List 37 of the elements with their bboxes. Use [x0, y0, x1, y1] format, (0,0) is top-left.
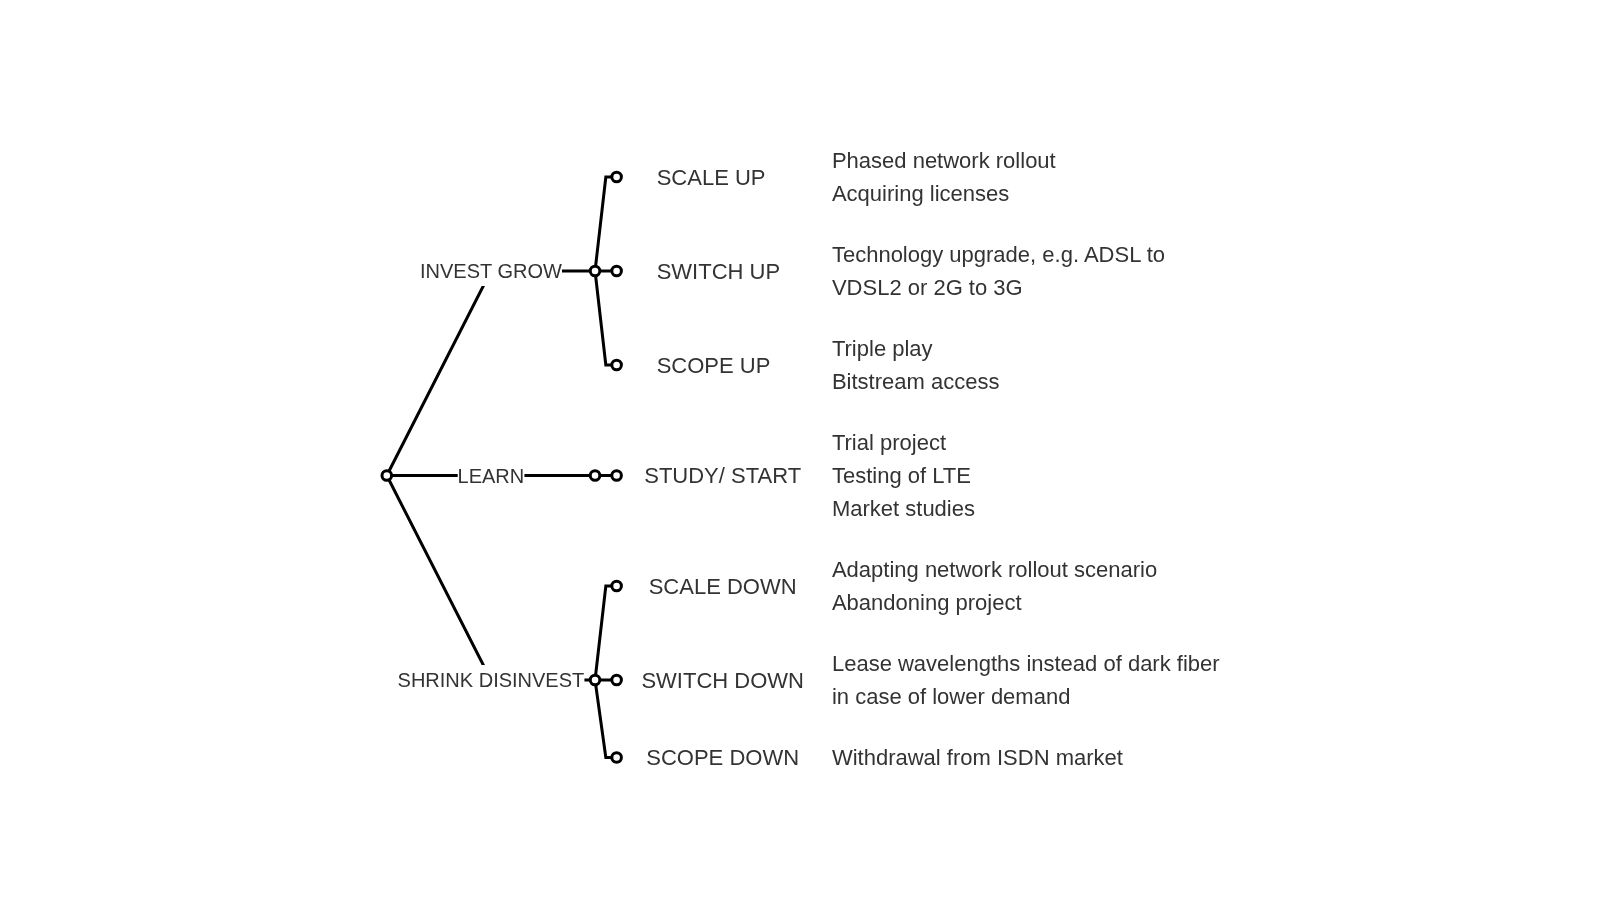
node-circle — [610, 751, 623, 764]
node-label: Trial project — [831, 430, 947, 455]
node-circle — [610, 170, 623, 184]
node-label: Testing of LTE — [831, 463, 971, 488]
node-label: SWITCH DOWN — [641, 667, 804, 693]
node-circle — [610, 469, 623, 482]
node-label: Abandoning project — [831, 590, 1022, 615]
node-label: STUDY/ START — [644, 463, 802, 488]
node-label: Phased network rollout — [831, 148, 1056, 173]
edge-label: INVEST GROW — [420, 260, 562, 282]
node-label: Technology upgrade, e.g. ADSL to VDSL2 or 2G to 3G — [831, 242, 1166, 300]
node-label: Bitstream access — [831, 369, 1000, 394]
node-label: Lease wavelengths instead of dark fiber in case of lower demand — [831, 651, 1220, 709]
node-label: SCALE UP — [656, 164, 766, 190]
connector — [594, 584, 612, 676]
node-circle — [610, 579, 623, 593]
connector — [594, 275, 612, 367]
connector — [594, 175, 612, 267]
node-label: SCOPE UP — [656, 352, 771, 378]
node-label: Acquiring licenses — [831, 181, 1010, 206]
node-circle — [610, 358, 623, 372]
node-circle — [610, 673, 623, 687]
edge-label: SHRINK DISINVEST — [397, 669, 585, 691]
node-label: SWITCH UP — [656, 258, 781, 284]
node-circle — [588, 469, 602, 482]
node-label: Adapting network rollout scenario — [831, 557, 1158, 582]
node-label: Market studies — [831, 496, 976, 521]
node-circle — [610, 264, 623, 278]
node-label: Triple play — [831, 336, 933, 361]
node-circle — [588, 673, 602, 687]
connector — [594, 684, 612, 759]
node-label: SCALE DOWN — [648, 573, 797, 599]
node-label: Withdrawal from ISDN market — [831, 745, 1123, 770]
node-circle — [380, 469, 394, 482]
edge-label: LEARN — [457, 464, 525, 487]
node-label: SCOPE DOWN — [646, 745, 800, 770]
node-circle — [588, 264, 602, 278]
